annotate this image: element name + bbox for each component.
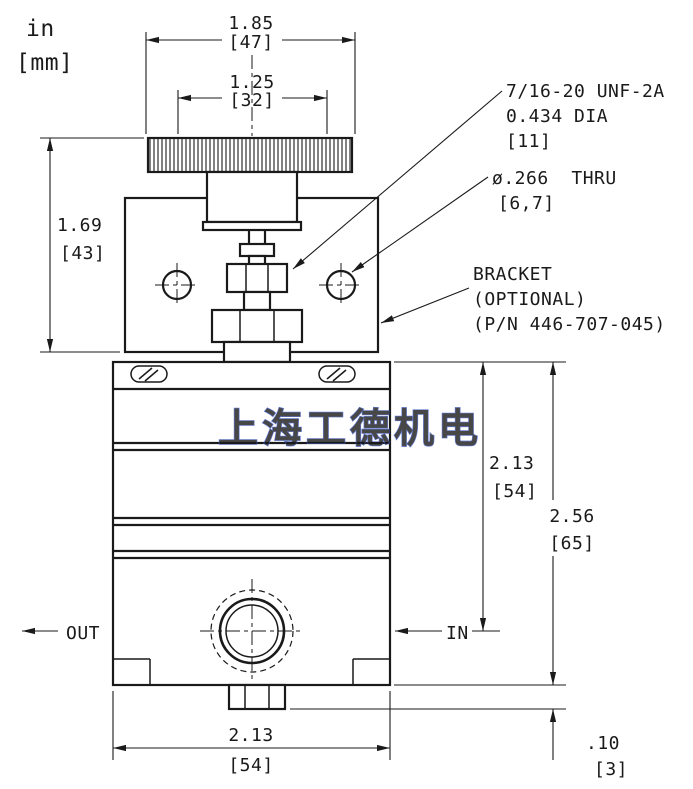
ext-lines-upper-height — [40, 137, 144, 353]
callout-bracket-line2: (OPTIONAL) — [473, 289, 586, 310]
lock-nut — [210, 308, 304, 344]
in-label: IN — [446, 623, 469, 644]
stem-lower — [242, 290, 272, 312]
dim-top-to-port-in: 2.13 — [489, 453, 534, 474]
adjusting-knob — [146, 136, 354, 232]
panel-nut — [225, 262, 289, 294]
body-section-lines — [113, 387, 390, 560]
port-centerlines — [200, 579, 304, 683]
dim-top-to-port-mm: [54] — [492, 481, 537, 502]
dim-knob-base-mm: [32] — [229, 90, 274, 111]
dim-knob-od-in: 1.85 — [228, 13, 273, 34]
callout-thread-line1: 7/16-20 UNF-2A — [506, 81, 665, 102]
body-corner-steps — [113, 658, 390, 685]
callout-hole: ø.266 THRU [6,7] — [351, 168, 617, 273]
callout-bracket-line3: (P/N 446-707-045) — [473, 314, 666, 335]
hole-right-centerlines — [319, 263, 363, 307]
panel-nut-facets — [245, 264, 269, 292]
flange-screw-left-slot — [138, 367, 159, 382]
adjusting-stem — [210, 226, 304, 364]
valve-body — [111, 360, 392, 711]
callout-thread-line3: [11] — [506, 131, 551, 152]
dimension-top-to-port: 2.13 [54] — [394, 361, 566, 632]
hole-left-centerlines — [155, 263, 199, 307]
watermark-text: 上海工德机电 — [218, 406, 482, 452]
dim-body-width-mm: [54] — [228, 755, 273, 776]
callout-bracket: BRACKET (OPTIONAL) (P/N 446-707-045) — [380, 264, 666, 335]
knob-knurled-head — [146, 136, 354, 174]
dim-body-height-mm: [65] — [549, 533, 594, 554]
callout-bracket-line1: BRACKET — [473, 264, 552, 285]
dim-body-height-in: 2.56 — [549, 506, 594, 527]
dimension-upper-height: 1.69 [43] — [40, 137, 144, 353]
callout-hole-line1: ø.266 THRU — [492, 168, 617, 189]
flange-screw-right — [318, 365, 356, 383]
ext-lines-knob-od — [145, 32, 356, 134]
bottom-hex-facets — [244, 685, 270, 709]
flange-screw-right-slot — [326, 367, 347, 382]
thread-leader-line — [292, 90, 503, 270]
units-mm-label: [mm] — [16, 50, 73, 76]
dim-upper-height-in: 1.69 — [57, 215, 102, 236]
dim-upper-height-mm: [43] — [60, 243, 105, 264]
dimension-body-width: 2.13 [54] — [112, 691, 391, 776]
port-labels: OUT IN — [22, 623, 469, 644]
dim-body-width-in: 2.13 — [228, 725, 273, 746]
dim-knob-od-mm: [47] — [228, 32, 273, 53]
callout-thread: 7/16-20 UNF-2A 0.434 DIA [11] — [292, 81, 665, 270]
stem-washer — [238, 242, 276, 258]
bracket-leader-line — [380, 287, 470, 324]
bottom-hex-boss — [227, 683, 287, 711]
dim-boss-protrusion-mm: [3] — [594, 759, 628, 780]
units-note: in [mm] — [16, 16, 73, 76]
hole-leader-line — [351, 176, 489, 273]
dimension-knob-od: 1.85 [47] — [145, 13, 356, 134]
callout-thread-line2: 0.434 DIA — [506, 106, 608, 127]
dim-knob-base-in: 1.25 — [229, 72, 274, 93]
bonnet — [222, 340, 292, 364]
flange-screw-left — [130, 365, 168, 383]
units-inches-label: in — [26, 16, 55, 42]
dimension-knob-base: 1.25 [32] — [177, 72, 328, 134]
out-label: OUT — [66, 623, 100, 644]
dimension-boss-protrusion: .10 [3] — [290, 708, 628, 780]
knob-base-lip — [201, 220, 303, 232]
dim-boss-protrusion-in: .10 — [586, 733, 620, 754]
dimension-body-height: 2.56 [65] — [394, 362, 594, 686]
lock-nut-facets — [239, 310, 275, 342]
ext-lines-top-to-port — [394, 361, 566, 632]
callout-hole-line2: [6,7] — [498, 193, 555, 214]
knob-base — [205, 170, 299, 224]
